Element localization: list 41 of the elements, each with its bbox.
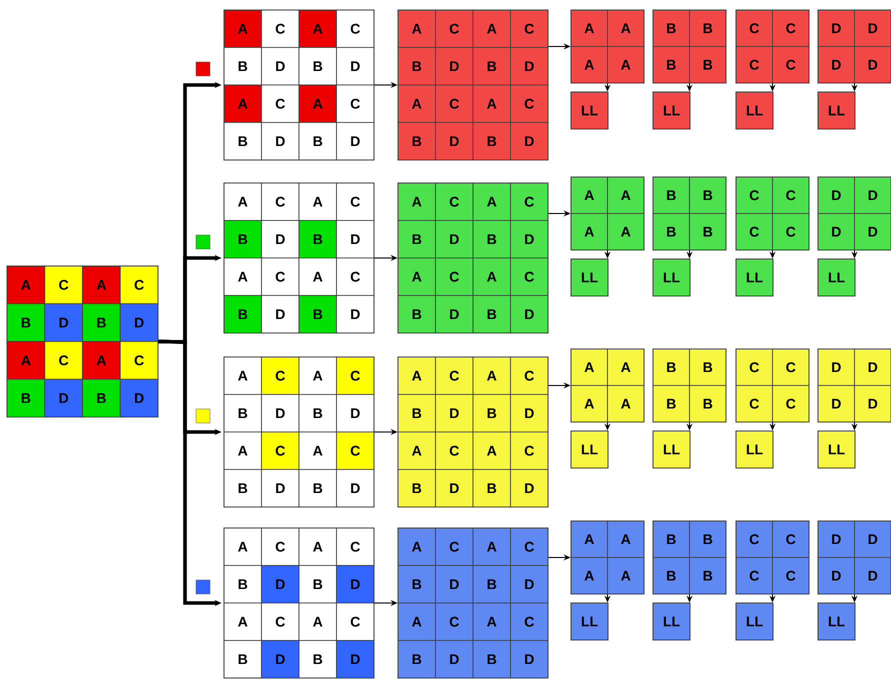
letter-grid: A C A C B D B D A C A C B D B D — [398, 10, 548, 160]
letter-box: LL — [736, 92, 774, 130]
letter-grid: A A A A — [570, 10, 644, 84]
letter-grid: A C A C B D B D A C A C B D B D — [224, 356, 374, 508]
letter-grid: D D D D — [818, 176, 891, 250]
letter-box: LL — [570, 430, 608, 468]
letter-box: LL — [818, 92, 856, 130]
letter-grid: B B B B — [652, 10, 726, 84]
letter-grid: A A A A — [570, 348, 644, 422]
letter-grid: A C A C B D B D A C A C B D B D — [398, 182, 548, 334]
letter-box: LL — [652, 430, 690, 468]
letter-box: LL — [818, 602, 856, 640]
letter-grid: A C A C B D B D A C A C B D B D — [398, 356, 548, 508]
letter-box: LL — [818, 430, 856, 468]
letter-box: LL — [652, 602, 690, 640]
letter-grid: B B B B — [652, 520, 726, 594]
letter-grid: C C C C — [736, 10, 810, 84]
letter-box: LL — [570, 258, 608, 296]
letter-box: LL — [818, 258, 856, 296]
letter-grid: A C A C B D B D A C A C B D B D — [224, 528, 374, 678]
letter-box: LL — [736, 258, 774, 296]
letter-box: LL — [652, 258, 690, 296]
letter-grid: A A A A — [570, 520, 644, 594]
letter-grid: B B B B — [652, 348, 726, 422]
letter-grid: B B B B — [652, 176, 726, 250]
letter-grid: A C A C B D B D A C A C B D B D — [224, 10, 374, 160]
letter-box: LL — [736, 430, 774, 468]
letter-grid: D D D D — [818, 10, 891, 84]
letter-grid: A C A C B D B D A C A C B D B D — [6, 266, 158, 418]
letter-grid: C C C C — [736, 176, 810, 250]
letter-box: LL — [570, 92, 608, 130]
letter-grid: D D D D — [818, 520, 891, 594]
letter-grid: A A A A — [570, 176, 644, 250]
letter-grid: C C C C — [736, 348, 810, 422]
letter-grid: A C A C B D B D A C A C B D B D — [398, 528, 548, 678]
letter-grid: D D D D — [818, 348, 891, 422]
letter-box: LL — [570, 602, 608, 640]
letter-grid: A C A C B D B D A C A C B D B D — [224, 182, 374, 334]
letter-grid: C C C C — [736, 520, 810, 594]
letter-box: LL — [736, 602, 774, 640]
letter-box: LL — [652, 92, 690, 130]
